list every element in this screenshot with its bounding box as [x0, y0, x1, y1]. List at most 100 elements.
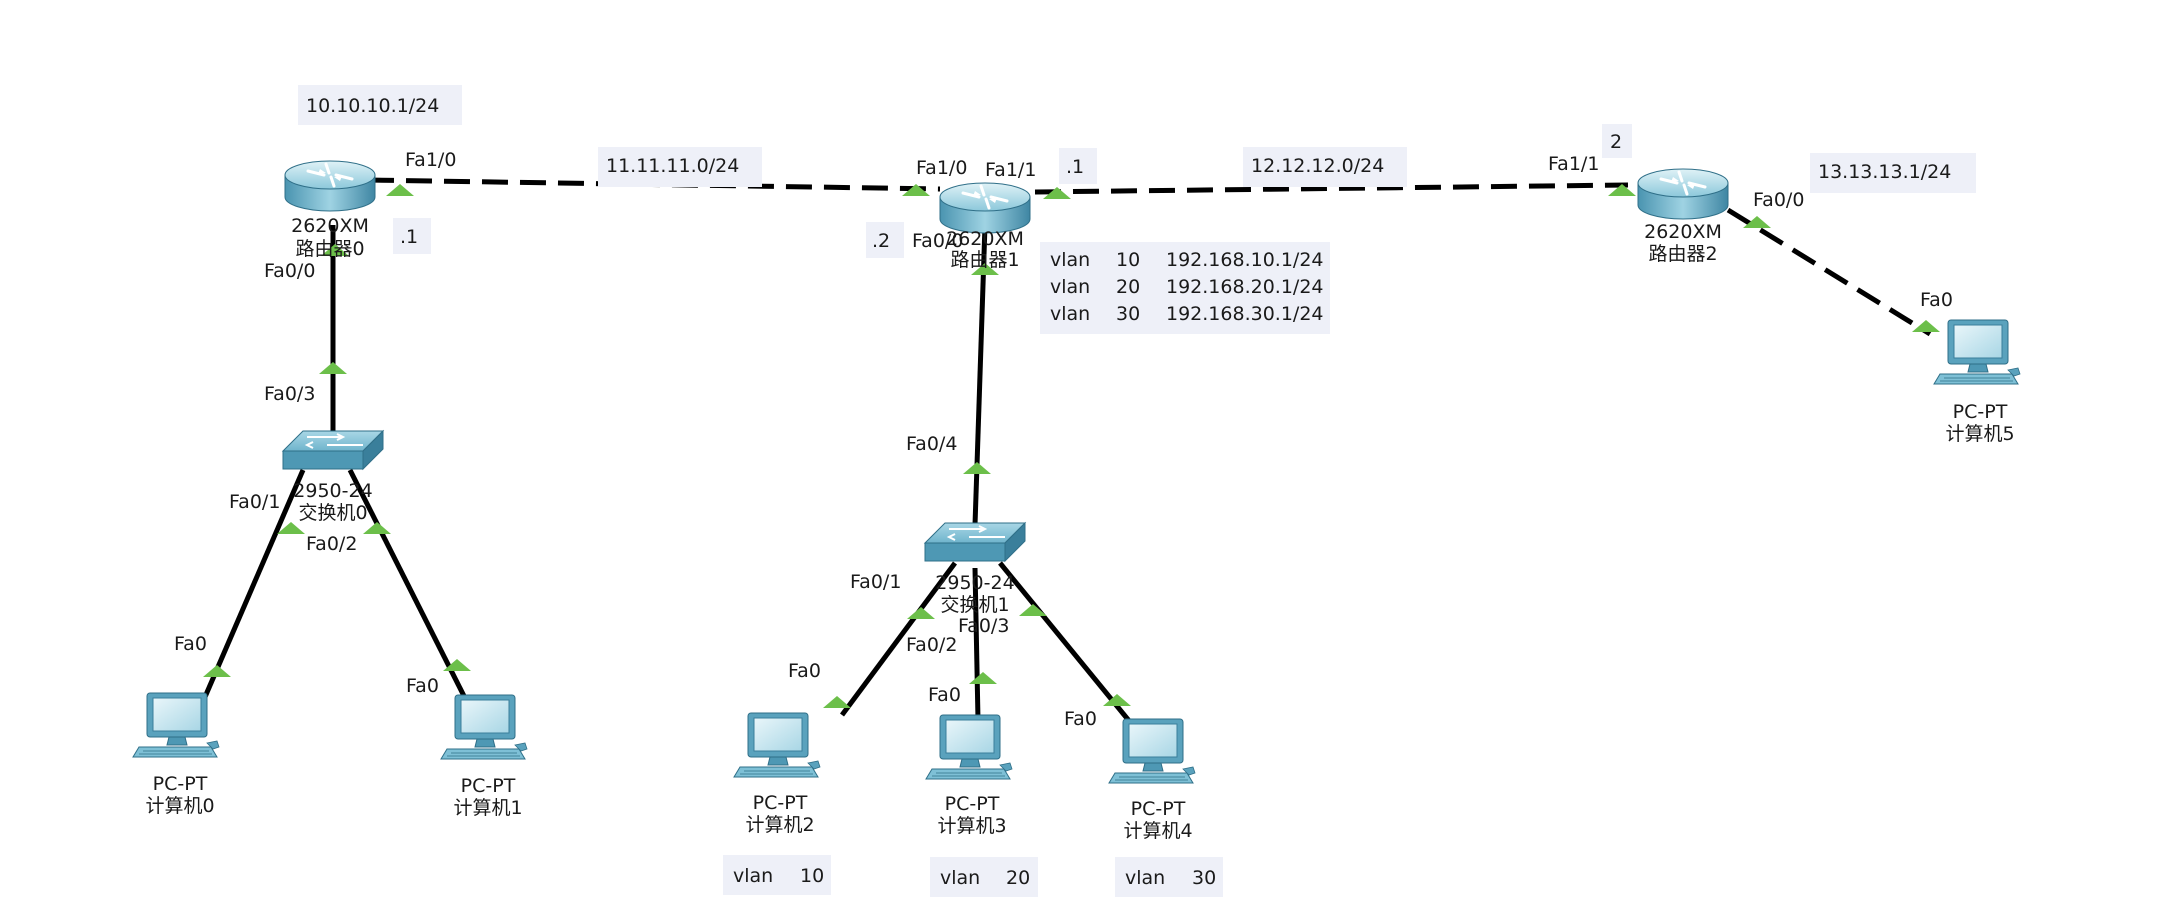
vlan-table-id: 20	[1116, 276, 1140, 298]
note-vlan-pc3-word: vlan	[940, 867, 980, 889]
note-r2-lan: 13.13.13.1/24	[1818, 161, 1951, 183]
link-sw1-pc3	[972, 567, 981, 721]
port-up-indicator	[443, 659, 471, 671]
port-label: Fa0	[406, 675, 439, 697]
port-indicators	[203, 184, 1940, 708]
note-r0-lan-bg	[298, 85, 462, 125]
port-up-indicator	[907, 607, 935, 619]
pc3-icon[interactable]	[925, 714, 1013, 780]
note-vlan-pc2-id: 10	[800, 865, 824, 887]
device-labels: 2620XM 路由器0 2620XM 路由器1 2620XM 路由器2 2950…	[145, 215, 2014, 842]
note-net-11: 11.11.11.0/24	[606, 155, 739, 177]
vlan-table-ip: 192.168.30.1/24	[1166, 303, 1324, 325]
r0-name: 路由器0	[295, 238, 364, 260]
port-label: Fa0/3	[958, 615, 1009, 637]
port-up-indicator	[971, 263, 999, 275]
port-up-indicator	[1019, 604, 1047, 616]
vlan-table-ip: 192.168.10.1/24	[1166, 249, 1324, 271]
pc4-icon[interactable]	[1108, 718, 1196, 784]
port-label: Fa0/2	[306, 533, 357, 555]
sw0-name: 交换机0	[298, 502, 367, 524]
link-r1-r2	[1034, 182, 1629, 195]
note-boxes	[298, 85, 1976, 897]
port-label: Fa1/0	[405, 149, 456, 171]
port-up-indicator	[1743, 216, 1771, 228]
note-net-12: 12.12.12.0/24	[1251, 155, 1384, 177]
sw1-name: 交换机1	[940, 594, 1009, 616]
port-up-indicator	[1043, 187, 1071, 199]
port-label: Fa0/1	[850, 571, 901, 593]
pc2-icon[interactable]	[733, 712, 821, 778]
port-up-indicator	[969, 672, 997, 684]
r1-name: 路由器1	[950, 249, 1019, 271]
note-vlan-pc3-id: 20	[1006, 867, 1030, 889]
note-vlan-pc4-id: 30	[1192, 867, 1216, 889]
r2-name: 路由器2	[1648, 243, 1717, 265]
port-up-indicator	[963, 462, 991, 474]
port-up-indicator	[1608, 184, 1636, 196]
sw0-model: 2950-24	[293, 480, 372, 502]
port-up-indicator	[321, 244, 349, 256]
note-r1-right-host-bg	[1059, 148, 1097, 184]
note-vlan-pc2-bg	[723, 855, 831, 895]
note-net-12-bg	[1243, 147, 1407, 187]
router-r0-icon[interactable]	[283, 159, 377, 213]
pc4-name: 计算机4	[1123, 820, 1192, 842]
port-label: Fa0/0	[912, 230, 963, 252]
note-r0-host: .1	[400, 226, 418, 248]
port-label: Fa0/4	[906, 433, 957, 455]
port-label: Fa1/0	[916, 157, 967, 179]
pc2-model: PC-PT	[753, 792, 808, 814]
router-r1-icon[interactable]	[938, 181, 1032, 235]
pc5-name: 计算机5	[1945, 423, 2014, 445]
r0-model: 2620XM	[291, 215, 369, 237]
r1-model: 2620XM	[946, 228, 1024, 250]
port-labels: Fa1/0 Fa0/0 Fa0/3 Fa0/1 Fa0/2 Fa0 Fa0 Fa…	[174, 149, 1953, 730]
port-up-indicator	[902, 184, 930, 196]
port-label: Fa0/0	[264, 260, 315, 282]
port-label: Fa0	[1064, 708, 1097, 730]
pc0-icon[interactable]	[132, 692, 220, 758]
note-r2-host: 2	[1610, 131, 1622, 153]
vlan-table: vlan 10 192.168.10.1/24 vlan 20 192.168.…	[1050, 249, 1324, 325]
port-up-indicator	[1912, 320, 1940, 332]
note-r2-lan-bg	[1810, 153, 1976, 193]
port-label: Fa0/2	[906, 634, 957, 656]
vlan-table-word: vlan	[1050, 276, 1090, 298]
pc1-icon[interactable]	[440, 694, 528, 760]
pc0-model: PC-PT	[153, 773, 208, 795]
pc3-name: 计算机3	[937, 815, 1006, 837]
pc5-icon[interactable]	[1933, 319, 2021, 385]
note-r0-lan: 10.10.10.1/24	[306, 95, 439, 117]
port-up-indicator	[319, 362, 347, 374]
pc5-model: PC-PT	[1953, 401, 2008, 423]
note-net-11-bg	[598, 147, 762, 187]
link-sw1-pc2	[839, 561, 958, 717]
port-label: Fa0	[928, 684, 961, 706]
pc1-name: 计算机1	[453, 797, 522, 819]
sw1-model: 2950-24	[935, 572, 1014, 594]
vlan-table-ip: 192.168.20.1/24	[1166, 276, 1324, 298]
pc4-model: PC-PT	[1131, 798, 1186, 820]
router-r2-icon[interactable]	[1636, 167, 1730, 221]
link-sw0-pc0	[202, 469, 306, 698]
note-texts: 10.10.10.1/24 11.11.11.0/24 12.12.12.0/2…	[306, 95, 1951, 889]
note-vlan-pc4-bg	[1115, 857, 1223, 897]
note-r0-host-bg	[393, 218, 431, 254]
link-sw0-pc1	[347, 468, 469, 702]
note-r1-left-host-bg	[866, 222, 904, 258]
port-label: Fa1/1	[1548, 153, 1599, 175]
port-label: Fa0	[788, 660, 821, 682]
vlan-table-word: vlan	[1050, 249, 1090, 271]
port-up-indicator	[203, 665, 231, 677]
note-r1-right-host: .1	[1066, 156, 1084, 178]
pc3-model: PC-PT	[945, 793, 1000, 815]
r2-model: 2620XM	[1644, 221, 1722, 243]
port-label: Fa0/0	[1753, 189, 1804, 211]
switch-sw0-icon[interactable]	[282, 430, 384, 470]
switch-sw1-icon[interactable]	[924, 522, 1026, 562]
pc1-model: PC-PT	[461, 775, 516, 797]
port-label: Fa0/1	[229, 491, 280, 513]
